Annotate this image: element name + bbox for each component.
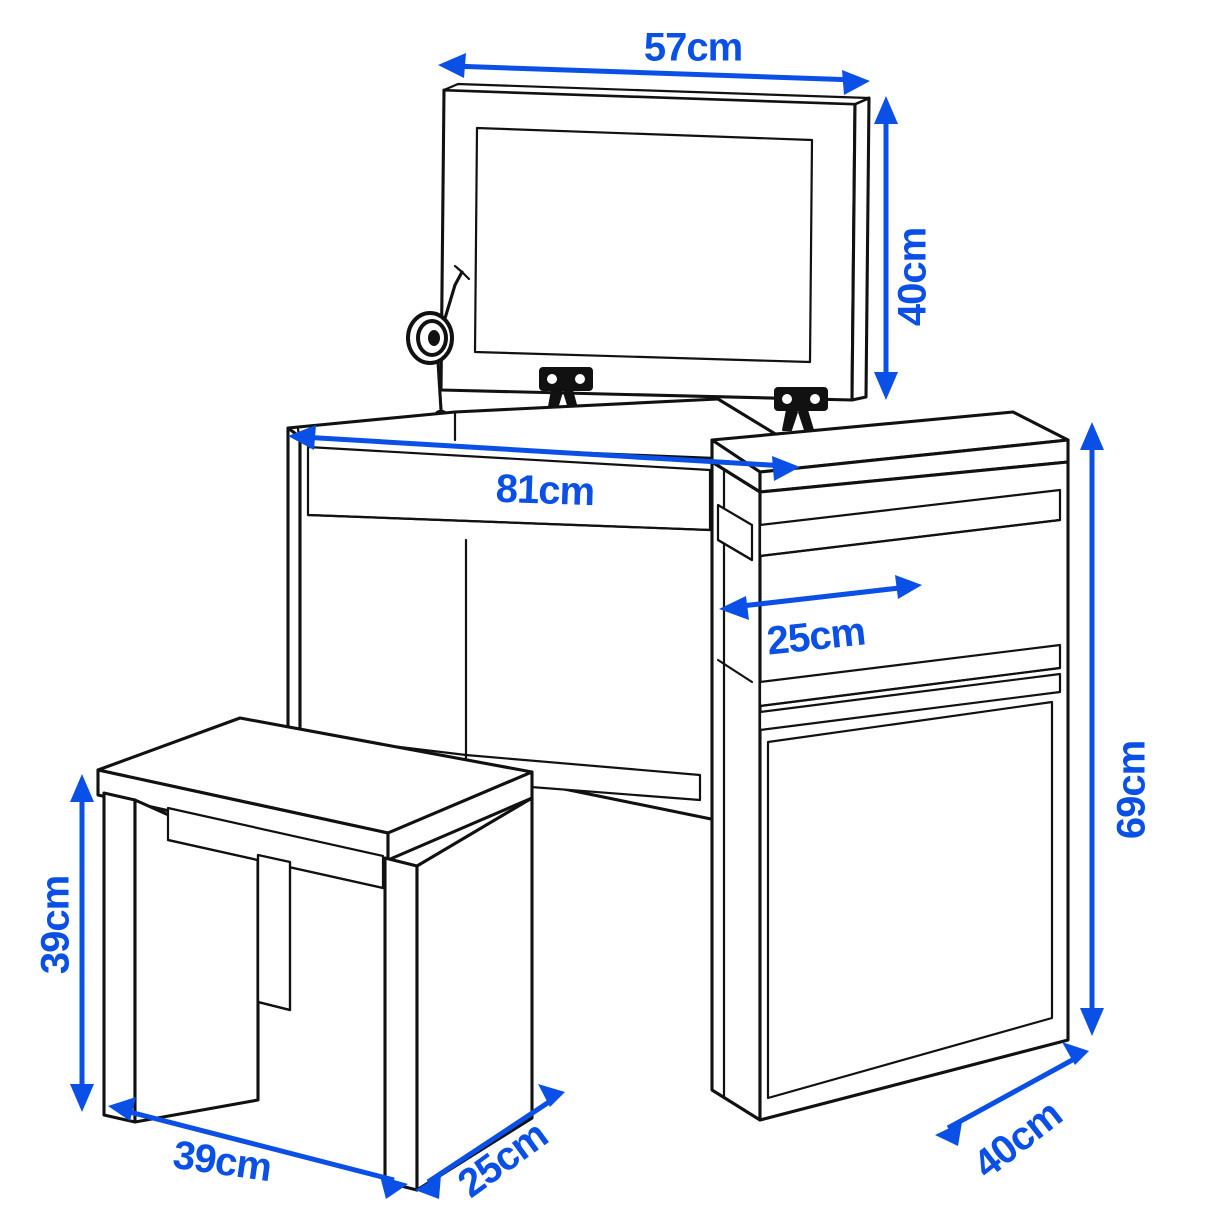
cabinet-drawer[interactable] [716,503,754,562]
dimension-line-unit-height [1080,422,1104,1036]
lid-stay [406,264,471,423]
dimension-line-cabinet-width [719,575,922,620]
dimension-label-mirror-height: 40cm [890,227,935,327]
dimension-label-stool-height: 39cm [33,875,78,975]
dimension-line-stool-depth [415,1084,565,1199]
stool [96,716,534,1192]
desk-body [286,410,718,822]
cabinet-door[interactable] [766,700,1054,1100]
dimension-line-mirror-width [438,53,870,95]
dimension-label-unit-height: 69cm [1109,740,1154,840]
dimension-line-stool-width [108,1097,408,1199]
mirror-glass [473,126,814,364]
dimension-label-mirror-width: 57cm [643,25,743,70]
dimension-line-mirror-height [874,96,898,400]
dimension-line-unit-depth [935,1042,1089,1146]
side-cabinet [710,410,1070,1122]
dimension-line-desk-width [288,425,800,481]
hinge-right [774,387,828,431]
stool-brace [256,853,292,1012]
dimension-line-stool-height [70,774,94,1112]
mirror-panel [439,82,871,402]
dimension-label-desk-width: 81cm [495,466,595,515]
